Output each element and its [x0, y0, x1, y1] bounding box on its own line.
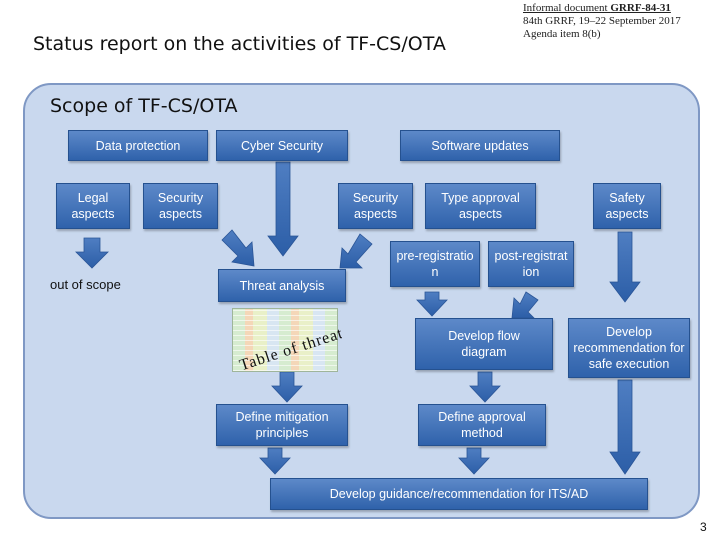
type-approval-aspects-label: Type approval aspects	[441, 191, 520, 221]
doc-ref-id: GRRF-84-31	[610, 2, 671, 14]
develop-recommendation-box: Develop recommendation for safe executio…	[568, 318, 690, 378]
develop-flow-diagram-label: Develop flow diagram	[448, 329, 520, 359]
arrow-security-right-to-threat	[339, 233, 373, 269]
arrow-flow-to-approval	[469, 371, 501, 403]
page-number: 3	[700, 520, 707, 534]
data-protection-box: Data protection	[68, 130, 208, 161]
slide-title: Status report on the activities of TF-CS…	[33, 33, 446, 55]
security-aspects-right-box: Security aspects	[338, 183, 413, 229]
doc-ref-line-3: Agenda item 8(b)	[523, 28, 601, 40]
develop-guidance-box: Develop guidance/recommendation for ITS/…	[270, 478, 648, 510]
type-approval-aspects-box: Type approval aspects	[425, 183, 536, 229]
arrow-mitigation-to-guidance	[259, 447, 291, 475]
threat-analysis-label: Threat analysis	[239, 278, 325, 293]
security-aspects-left-label: Security aspects	[157, 191, 204, 221]
define-approval-box: Define approval method	[418, 404, 546, 446]
software-updates-box: Software updates	[400, 130, 560, 161]
define-mitigation-label: Define mitigation principles	[235, 410, 329, 440]
security-aspects-left-box: Security aspects	[143, 183, 218, 229]
safety-aspects-box: Safety aspects	[593, 183, 661, 229]
arrow-pre-to-flow	[416, 291, 448, 317]
table-of-threats-caption: Table of threats	[237, 323, 342, 370]
doc-ref-line-2: 84th GRRF, 19–22 September 2017	[523, 15, 681, 27]
arrow-legal-to-out-of-scope	[75, 237, 109, 269]
doc-ref-line-1: Informal document GRRF-84-31	[523, 2, 681, 15]
define-mitigation-box: Define mitigation principles	[216, 404, 348, 446]
arrow-security-left-to-threat	[221, 229, 255, 267]
arrow-recommendation-to-guidance	[609, 379, 641, 475]
develop-flow-diagram-box: Develop flow diagram	[415, 318, 553, 370]
software-updates-label: Software updates	[431, 138, 529, 153]
post-registration-label: post-registration	[494, 249, 568, 279]
out-of-scope-label: out of scope	[50, 277, 121, 292]
arrow-approval-to-guidance	[458, 447, 490, 475]
data-protection-label: Data protection	[95, 138, 181, 153]
define-approval-label: Define approval method	[438, 410, 526, 440]
develop-guidance-label: Develop guidance/recommendation for ITS/…	[329, 487, 589, 501]
arrow-post-to-flow	[511, 291, 539, 319]
cyber-security-label: Cyber Security	[241, 138, 323, 153]
threat-analysis-box: Threat analysis	[218, 269, 346, 302]
security-aspects-right-label: Security aspects	[352, 191, 399, 221]
legal-aspects-label: Legal aspects	[71, 191, 115, 221]
arrow-safety-down	[609, 231, 641, 303]
scope-heading: Scope of TF-CS/OTA	[48, 95, 240, 117]
pre-registration-label: pre-registration	[396, 249, 474, 279]
develop-recommendation-label: Develop recommendation for safe executio…	[573, 325, 685, 371]
doc-ref-prefix: Informal document	[523, 2, 611, 14]
legal-aspects-box: Legal aspects	[56, 183, 130, 229]
post-registration-box: post-registration	[488, 241, 574, 287]
safety-aspects-label: Safety aspects	[605, 191, 649, 221]
document-reference: Informal document GRRF-84-31 84th GRRF, …	[523, 2, 681, 41]
arrow-threat-to-mitigation	[271, 371, 303, 403]
table-of-threats-text: Table of threats	[237, 323, 342, 370]
cyber-security-box: Cyber Security	[216, 130, 348, 161]
table-of-threats-image	[232, 308, 338, 372]
pre-registration-box: pre-registration	[390, 241, 480, 287]
arrow-cyber-security-down	[267, 161, 299, 257]
